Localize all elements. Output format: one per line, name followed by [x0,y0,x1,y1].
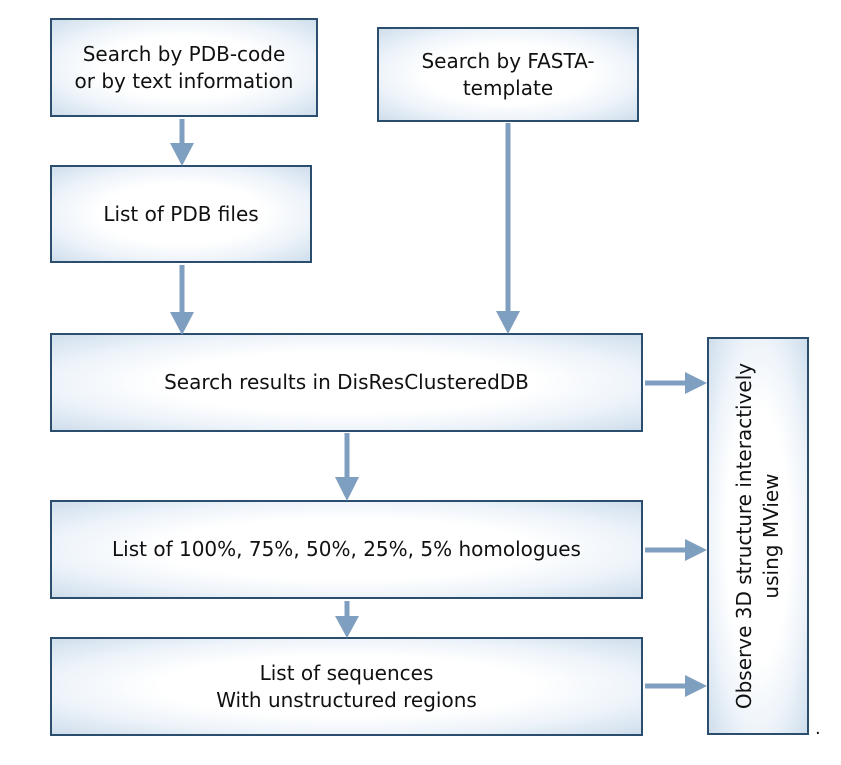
arrow-sequences-to-observe [645,675,707,697]
node-homologues: List of 100%, 75%, 50%, 25%, 5% homologu… [50,500,643,599]
arrow-pdb-search-to-pdb-files [170,119,194,166]
arrow-homologues-to-sequences [335,601,359,638]
arrow-pdb-files-to-search-results [170,265,194,335]
arrow-search-results-to-observe [645,372,707,394]
node-search-results-label: Search results in DisResClusteredDB [164,370,529,394]
node-sequences: List of sequences With unstructured regi… [50,637,643,736]
node-search-pdb: Search by PDB-code or by text informatio… [50,18,318,117]
trailing-period: . [815,718,821,739]
node-observe-mview: Observe 3D structure interactively using… [707,337,809,735]
arrow-homologues-to-observe [645,539,707,561]
node-search-pdb-label: Search by PDB-code or by text informatio… [74,41,294,93]
node-pdb-files: List of PDB files [50,165,312,263]
node-search-results: Search results in DisResClusteredDB [50,333,643,432]
arrow-search-results-to-homologues [335,433,359,501]
arrow-fasta-to-search-results [496,123,520,334]
node-search-fasta: Search by FASTA- template [377,27,639,122]
node-search-fasta-label: Search by FASTA- template [421,48,595,100]
node-sequences-label: List of sequences With unstructured regi… [216,660,477,712]
node-homologues-label: List of 100%, 75%, 50%, 25%, 5% homologu… [112,537,581,561]
node-pdb-files-label: List of PDB files [103,201,259,226]
